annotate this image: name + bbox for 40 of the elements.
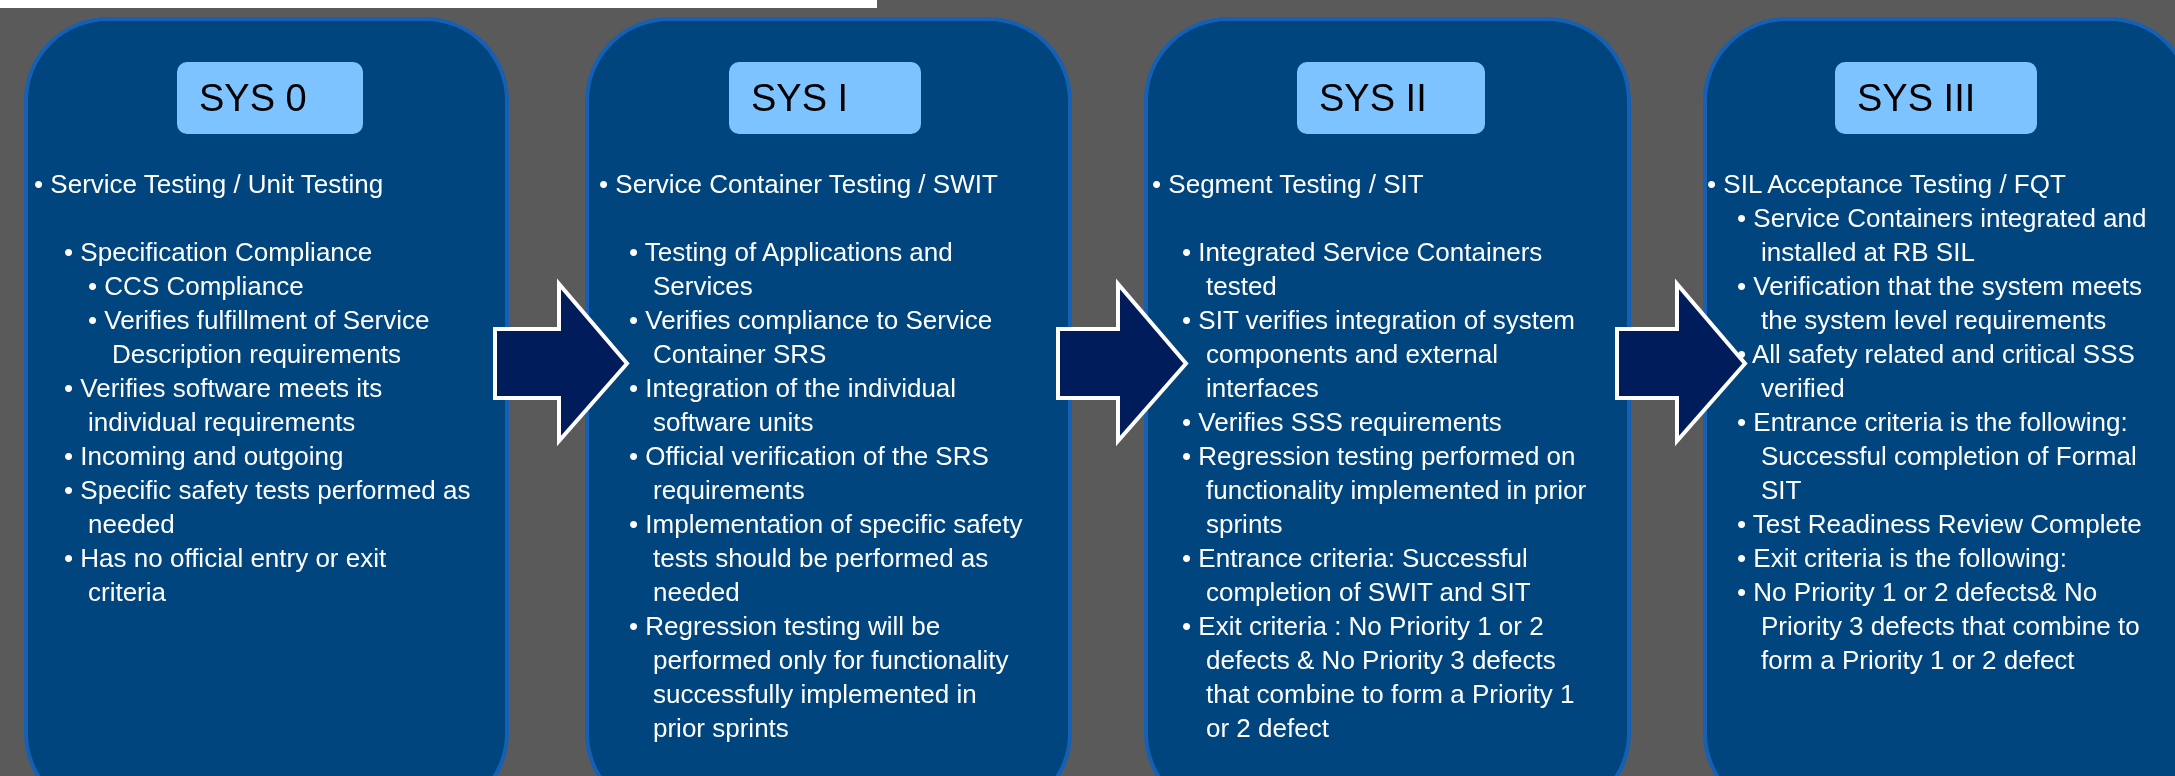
- bullet-item: • Official verification of the SRS requirements: [629, 440, 990, 507]
- bullet-item: • Service Container Testing / SWIT: [599, 168, 999, 201]
- bullet-item: • Verifies compliance to Service Container SRS: [629, 304, 994, 371]
- stage-label-box: SYS 0: [177, 62, 363, 134]
- bullet-item: • Verifies software meets its individual requirements: [64, 372, 384, 439]
- bullet-item: • Regression testing performed on functionality implemented in prior sprints: [1182, 440, 1588, 541]
- bullet-item: • Implementation of specific safety tests should be performed as needed: [629, 508, 1024, 609]
- bullet-item: • Incoming and outgoing: [64, 440, 345, 473]
- bullet-item: • Verifies SSS requirements: [1182, 406, 1503, 439]
- stage-panel: [24, 17, 509, 776]
- bullet-item: • SIT verifies integration of system components and external interfaces: [1182, 304, 1576, 405]
- bullet-item: • Specific safety tests performed as needed: [64, 474, 471, 541]
- bullet-item: • Test Readiness Review Complete: [1737, 508, 2143, 541]
- bullet-item: • Integration of the individual software units: [629, 372, 958, 439]
- stage-label-box: SYS II: [1297, 62, 1485, 134]
- bullet-item: • Service Testing / Unit Testing: [34, 168, 385, 201]
- bullet-item: • Verifies fulfillment of Service Description requirements: [88, 304, 431, 371]
- bullet-item: • Exit criteria : No Priority 1 or 2 defects & No Priority 3 defects that combine to form a Priority 1 or 2 defect: [1182, 610, 1576, 745]
- bullet-item: • Service Containers integrated and installed at RB SIL: [1737, 202, 2148, 269]
- bullet-item: • Verification that the system meets the system level requirements: [1737, 270, 2144, 337]
- bullet-item: • CCS Compliance: [88, 270, 305, 303]
- block-arrow: [1615, 278, 1748, 447]
- stage-panel: [1703, 17, 2175, 776]
- stage-label-box: SYS I: [729, 62, 921, 134]
- bullet-item: • Segment Testing / SIT: [1152, 168, 1425, 201]
- block-arrow: [493, 278, 630, 447]
- stage-panel: [1144, 17, 1631, 776]
- bullet-item: • Entrance criteria is the following: Successful completion of Formal SIT: [1737, 406, 2138, 507]
- bullet-item: • Specification Compliance: [64, 236, 374, 269]
- bullet-item: • SIL Acceptance Testing / FQT: [1707, 168, 2067, 201]
- bullet-item: • Entrance criteria: Successful completion of SWIT and SIT: [1182, 542, 1532, 609]
- block-arrow: [1056, 278, 1189, 447]
- bullet-item: • Testing of Applications and Services: [629, 236, 954, 303]
- stage-label-box: SYS III: [1835, 62, 2037, 134]
- bullet-item: • Regression testing will be performed only for functionality successfully implemented in prior sprints: [629, 610, 1010, 745]
- bullet-item: • No Priority 1 or 2 defects& No Priority 3 defects that combine to form a Priority 1 or 2 defect: [1737, 576, 2141, 677]
- bullet-item: • Integrated Service Containers tested: [1182, 236, 1544, 303]
- bullet-item: • Has no official entry or exit criteria: [64, 542, 388, 609]
- stage-panel: [585, 17, 1072, 776]
- bullet-item: • Exit criteria is the following:: [1737, 542, 2068, 575]
